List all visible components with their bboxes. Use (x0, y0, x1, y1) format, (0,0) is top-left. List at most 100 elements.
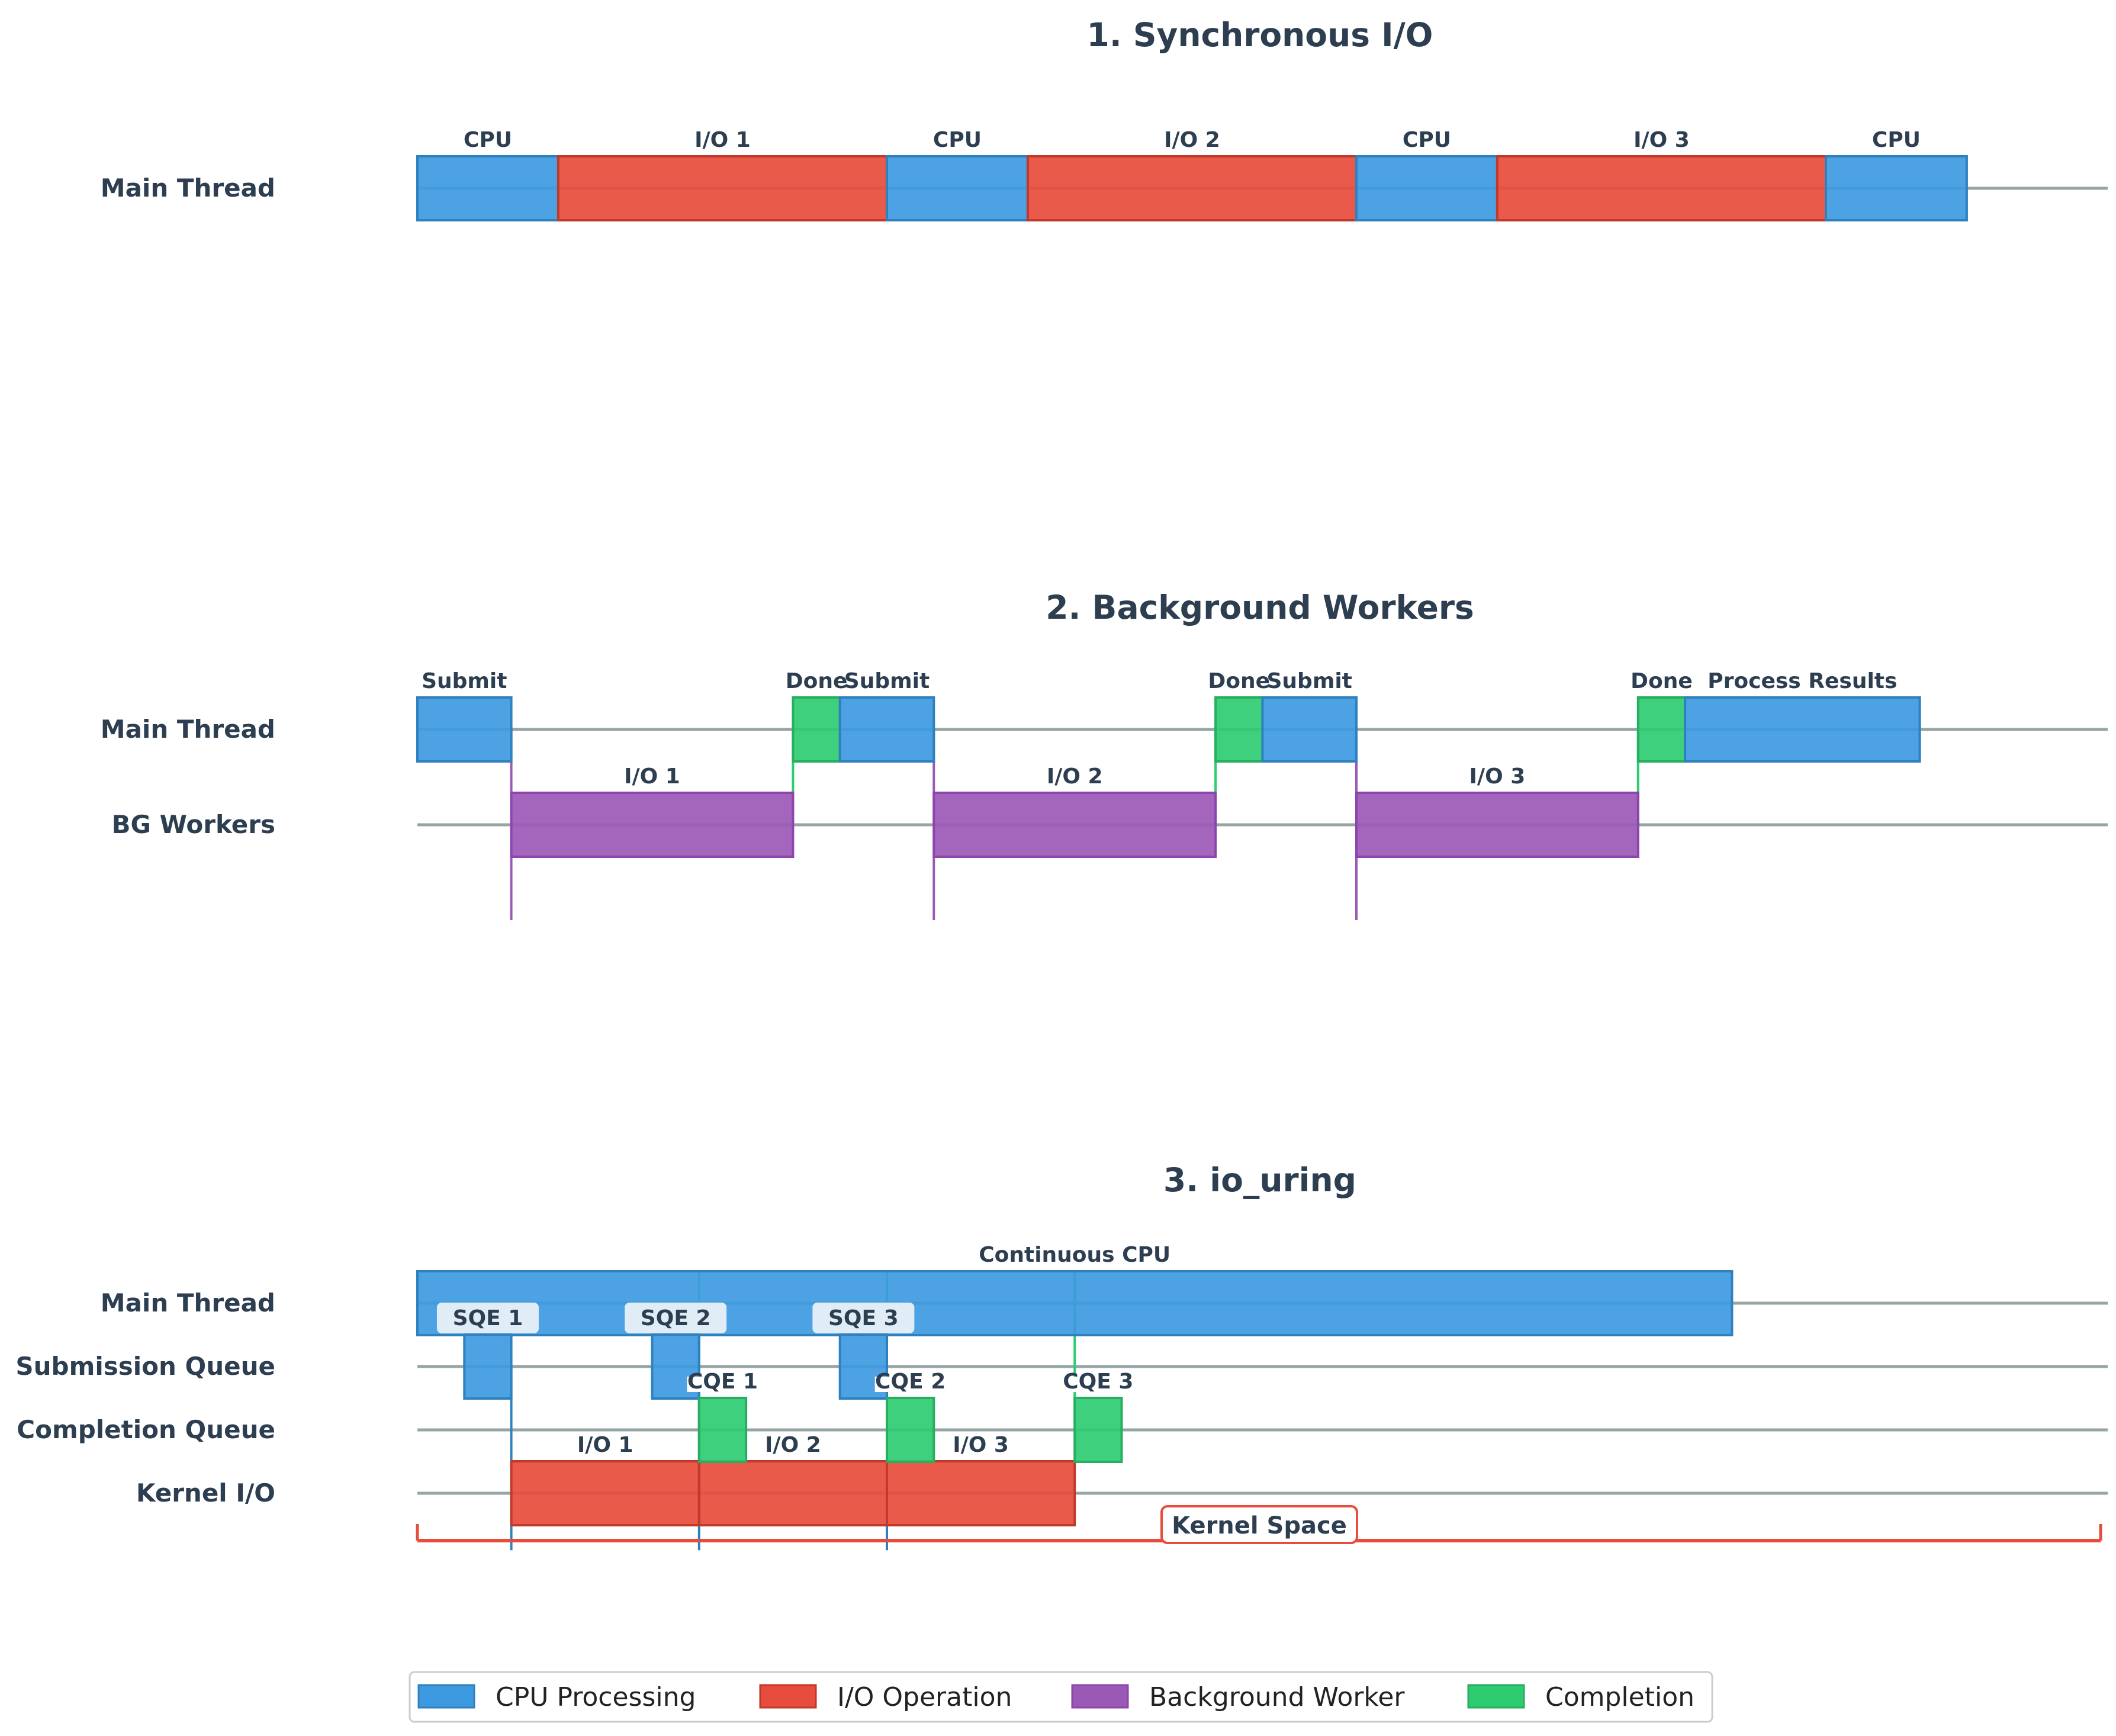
cpu-segment (1261, 696, 1358, 763)
segment-label-cqe-3: CQE 3 (1063, 1369, 1133, 1394)
segment-label-background (452, 135, 523, 150)
segment-label-background (1274, 676, 1345, 692)
segment-label-i-o-1: I/O 1 (577, 1433, 633, 1457)
legend-swatch-bg (1071, 1684, 1129, 1709)
kernel-space-label: Kernel Space (1172, 1512, 1347, 1539)
done-segment (886, 1397, 935, 1463)
cpu-segment (416, 696, 513, 763)
segment-label-background (1626, 135, 1697, 150)
segment-label-i-o-2: I/O 2 (765, 1433, 821, 1457)
done-segment (1073, 1397, 1123, 1463)
segment-label-background (1767, 676, 1838, 692)
cpu-segment (416, 1270, 1734, 1336)
segment-label-background (570, 1440, 641, 1455)
segment-label-i-o-2: I/O 2 (1164, 128, 1220, 152)
segment-label-submit: Submit (844, 669, 930, 693)
segment-label-cpu: CPU (464, 128, 512, 152)
segment-label-background (616, 771, 688, 787)
section-title: 2. Background Workers (1046, 589, 1474, 626)
cpu-segment (1355, 155, 1498, 221)
segment-label-background (1039, 1250, 1111, 1265)
segment-label-cpu: CPU (933, 128, 982, 152)
bg-segment (932, 792, 1217, 858)
io-segment (1496, 155, 1827, 221)
segment-label-background (874, 1377, 946, 1392)
segment-label-background (757, 1440, 829, 1455)
io-segment (1026, 155, 1358, 221)
done-segment (792, 696, 841, 763)
segment-label-background (1203, 676, 1275, 692)
cpu-segment (886, 155, 1029, 221)
segment-label-background (781, 676, 853, 692)
segment-label-sqe-2: SQE 2 (641, 1306, 711, 1330)
done-segment (1636, 696, 1687, 763)
segment-label-done: Done (786, 669, 848, 693)
section-title: 3. io_uring (1163, 1161, 1356, 1199)
segment-label-continuous-cpu: Continuous CPU (979, 1243, 1170, 1267)
row-label-main-thread: Main Thread (101, 173, 275, 202)
row-label-main-thread: Main Thread (101, 715, 275, 744)
legend-swatch-cpu (417, 1684, 475, 1709)
legend-swatch-io (759, 1684, 817, 1709)
cpu-segment (1825, 155, 1968, 221)
io-segment (697, 1460, 889, 1526)
done-segment (697, 1397, 748, 1463)
segment-label-submit: Submit (1267, 669, 1352, 693)
segment-label-background (1626, 676, 1697, 692)
segment-label-submit: Submit (422, 669, 507, 693)
sqe-label-background (812, 1303, 915, 1333)
row-label-completion-queue: Completion Queue (17, 1415, 275, 1444)
segment-label-background (1062, 1377, 1134, 1392)
synchronous-io-section: 1. Synchronous I/O Main Thread CPU I/O 1 CPU… (101, 16, 2108, 221)
segment-label-sqe-1: SQE 1 (453, 1306, 523, 1330)
io-segment (557, 155, 888, 221)
segment-label-i-o-3: I/O 3 (1469, 764, 1526, 789)
segment-label-cpu: CPU (1872, 128, 1921, 152)
segment-label-done: Done (1631, 669, 1693, 693)
legend-frame (409, 1671, 1713, 1723)
cpu-segment (838, 696, 935, 763)
segment-label-background (687, 1377, 758, 1392)
cpu-segment (463, 1333, 513, 1400)
legend-label-cpu-processing: CPU Processing (496, 1682, 696, 1712)
segment-label-cqe-1: CQE 1 (687, 1369, 758, 1394)
row-label-submission-queue: Submission Queue (15, 1352, 275, 1381)
sqe-label-background (625, 1303, 727, 1333)
cpu-segment (416, 155, 559, 221)
segment-label-i-o-1: I/O 1 (694, 128, 751, 152)
segment-label-done: Done (1208, 669, 1270, 693)
segment-label-background (1039, 771, 1111, 787)
segment-label-i-o-3: I/O 3 (1633, 128, 1690, 152)
segment-label-background (1461, 771, 1533, 787)
segment-label-background (945, 1440, 1017, 1455)
bg-segment (510, 792, 795, 858)
row-label-main-thread: Main Thread (101, 1288, 275, 1317)
sqe-label-background (436, 1303, 539, 1333)
segment-label-cpu: CPU (1403, 128, 1451, 152)
kernel-space-label-box (1160, 1505, 1358, 1544)
segment-label-i-o-1: I/O 1 (624, 764, 680, 789)
segment-label-cqe-2: CQE 2 (875, 1369, 946, 1394)
row-label-kernel-i-o: Kernel I/O (136, 1478, 275, 1507)
legend-swatch-done (1467, 1684, 1525, 1709)
segment-label-background (429, 676, 500, 692)
io-segment (510, 1460, 700, 1526)
segment-label-background (1391, 135, 1462, 150)
legend-label-background-worker: Background Worker (1149, 1682, 1405, 1712)
cpu-segment (838, 1333, 888, 1400)
done-segment (1214, 696, 1264, 763)
bg-segment (1355, 792, 1639, 858)
segment-label-process-results: Process Results (1707, 669, 1897, 693)
section-title: 1. Synchronous I/O (1087, 16, 1433, 54)
segment-label-background (1156, 135, 1228, 150)
segment-label-i-o-3: I/O 3 (953, 1433, 1009, 1457)
segment-label-i-o-2: I/O 2 (1047, 764, 1103, 789)
segment-label-background (921, 135, 993, 150)
row-label-bg-workers: BG Workers (111, 810, 275, 839)
segment-label-background (687, 135, 758, 150)
cpu-segment (1684, 696, 1921, 763)
